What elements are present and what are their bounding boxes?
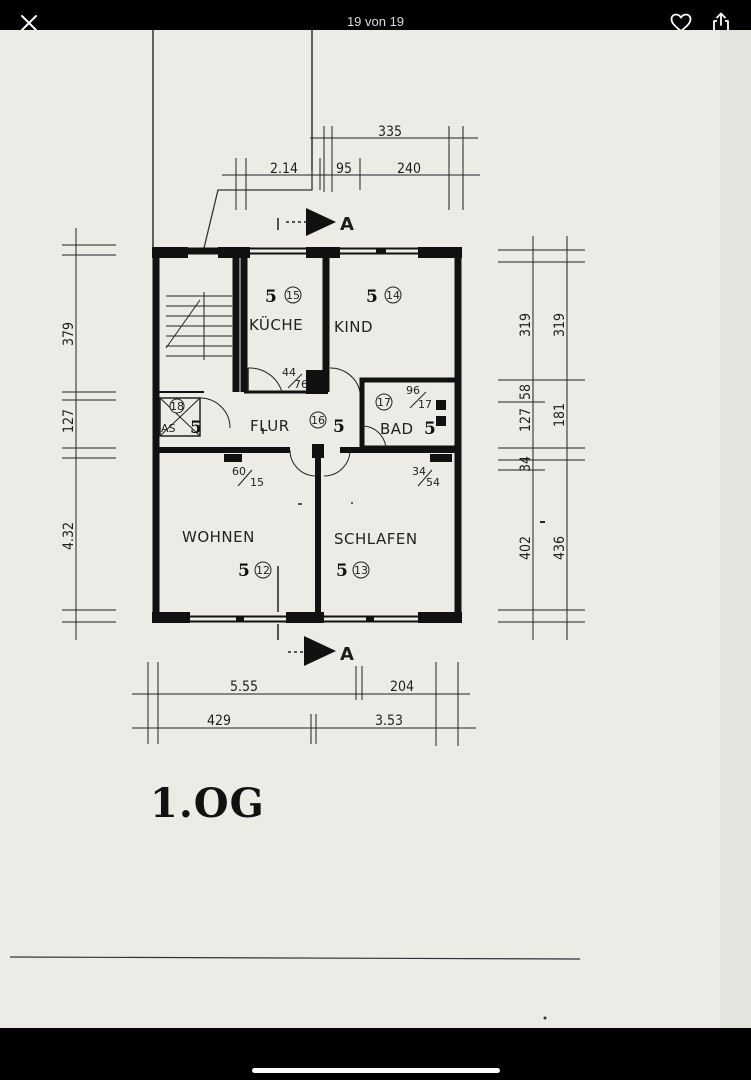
floor-label: 1.OG: [150, 780, 265, 827]
dim-right-inner-4: 34: [518, 456, 534, 472]
dim-bottom-2-right: 3.53: [375, 713, 403, 729]
as-count: 5: [190, 418, 202, 438]
kind-count: 5: [366, 287, 378, 307]
floor-plan-drawing: 335 2.14 95 240 A 379 127 4.32: [0, 30, 751, 1028]
close-icon[interactable]: [16, 10, 42, 36]
dim-left-2: 127: [61, 409, 77, 433]
dim-top-right: 240: [397, 161, 421, 177]
schlafen-number: 13: [354, 564, 368, 577]
bad-number: 17: [377, 396, 391, 409]
dim-top-total: 335: [378, 124, 402, 140]
room-schlafen: SCHLAFEN: [334, 530, 418, 548]
flur-number: 16: [311, 414, 325, 427]
image-counter: 19 von 19: [346, 14, 405, 29]
flur-count: 5: [333, 417, 345, 437]
dim-right-inner-3: 127: [518, 408, 534, 432]
kueche-number: 15: [286, 289, 300, 302]
room-as: AS: [161, 422, 176, 435]
floor-plan-photo[interactable]: 335 2.14 95 240 A 379 127 4.32: [0, 30, 751, 1028]
dim-right-inner-2: 58: [518, 384, 534, 400]
wohnen-count: 5: [238, 561, 250, 581]
schlafen-door-bottom: 54: [426, 476, 440, 489]
dim-left-1: 379: [61, 322, 77, 346]
dim-right-inner-5: 402: [518, 536, 534, 560]
dim-right-inner-1: 319: [518, 313, 534, 337]
dim-top-mid: 95: [336, 161, 352, 177]
wohnen-door-top: 60: [232, 465, 246, 478]
heart-icon[interactable]: [668, 10, 694, 36]
dim-right-outer-1: 319: [552, 313, 568, 337]
bad-count: 5: [424, 419, 436, 439]
kind-number: 14: [386, 289, 400, 302]
room-kind: KIND: [334, 318, 373, 336]
dim-right-outer-3: 436: [552, 536, 568, 560]
wohnen-number: 12: [256, 564, 270, 577]
section-marker-top: A: [340, 214, 354, 235]
home-indicator[interactable]: [252, 1068, 500, 1073]
room-flur: FLUR: [250, 417, 290, 435]
schlafen-count: 5: [336, 561, 348, 581]
dim-right-outer-2: 181: [552, 403, 568, 427]
dim-bottom-2-left: 429: [207, 713, 231, 729]
dim-bottom-1-right: 204: [390, 679, 414, 695]
kueche-door-bottom: 76: [294, 378, 308, 391]
room-bad: BAD: [380, 420, 414, 438]
kueche-count: 5: [265, 287, 277, 307]
room-wohnen: WOHNEN: [182, 528, 255, 546]
bad-door-bottom: 17: [418, 398, 432, 411]
bad-door-top: 96: [406, 384, 420, 397]
dim-top-left: 2.14: [270, 161, 298, 177]
section-marker-bottom: A: [340, 644, 354, 665]
kueche-door-top: 44: [282, 366, 296, 379]
schlafen-door-top: 34: [412, 465, 426, 478]
as-number: 18: [170, 400, 184, 413]
wohnen-door-bottom: 15: [250, 476, 264, 489]
dim-left-3: 4.32: [61, 522, 77, 550]
dim-bottom-1-left: 5.55: [230, 679, 258, 695]
room-kueche: KÜCHE: [249, 315, 303, 334]
